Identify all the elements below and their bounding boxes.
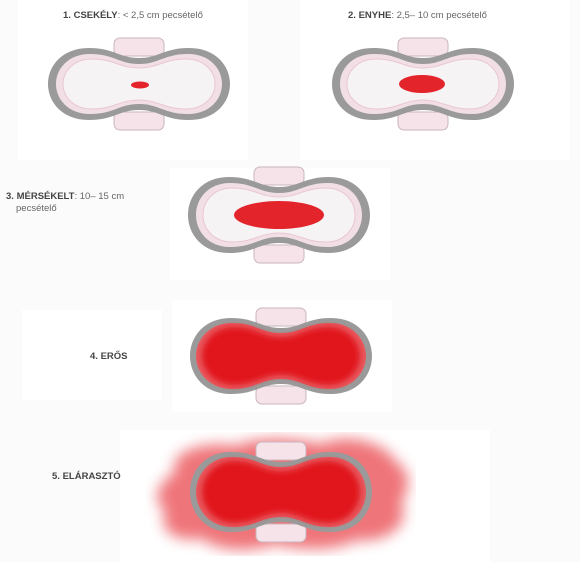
level-2-label: 2. ENYHE: 2,5– 10 cm pecsételő	[348, 10, 487, 22]
level-5-label: 5. ELÁRASZTÓ	[52, 471, 121, 483]
level-3-label: 3. MÉRSÉKELT: 10– 15 cm pecsételő	[6, 191, 124, 215]
pad-level-1	[44, 36, 234, 132]
pad-level-2	[328, 36, 518, 132]
level-1-label: 1. CSEKÉLY: < 2,5 cm pecsételő	[63, 10, 203, 22]
level-4-label: 4. ERŐS	[90, 351, 128, 363]
stain-3	[234, 201, 324, 229]
stain-1	[131, 82, 149, 89]
pad-level-4	[186, 306, 376, 406]
stain-2	[399, 75, 445, 93]
pad-level-3	[184, 165, 374, 265]
pad-level-5	[146, 432, 416, 556]
